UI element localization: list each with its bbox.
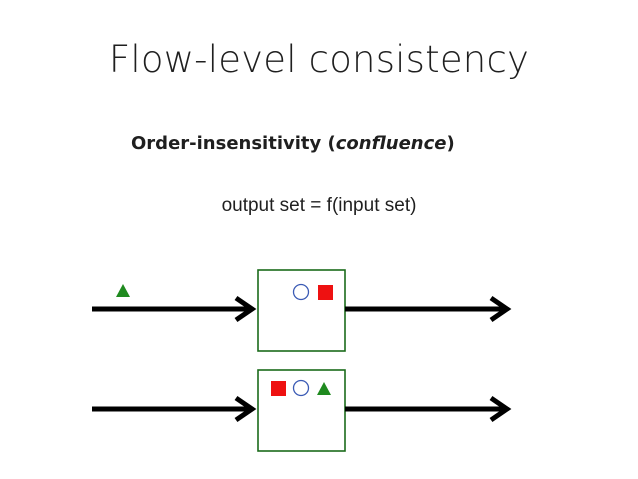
bottom-input-arrow-head bbox=[234, 395, 257, 423]
top-input-triangle-icon bbox=[116, 284, 130, 297]
slide-subtitle: Order-insensitivity (confluence) bbox=[131, 133, 455, 154]
top-output-arrow-head bbox=[489, 295, 512, 323]
bottom-box-square-icon bbox=[271, 381, 286, 396]
bottom-flow-row bbox=[92, 369, 512, 452]
top-processing-box bbox=[257, 269, 346, 352]
bottom-output-arrow-head bbox=[489, 395, 512, 423]
bottom-box-circle-icon bbox=[292, 379, 310, 397]
bottom-box-triangle-icon bbox=[317, 382, 331, 395]
top-input-arrow-head bbox=[234, 295, 257, 323]
slide-title: Flow-level consistency bbox=[108, 38, 530, 81]
subtitle-emphasis: confluence bbox=[335, 133, 447, 154]
formula-text: output set = f(input set) bbox=[221, 195, 417, 216]
top-box-circle-icon bbox=[292, 283, 310, 301]
subtitle-suffix: ) bbox=[446, 133, 455, 154]
top-flow-row bbox=[92, 269, 512, 352]
top-box-square-icon bbox=[318, 285, 333, 300]
subtitle-prefix: Order-insensitivity ( bbox=[131, 133, 336, 154]
